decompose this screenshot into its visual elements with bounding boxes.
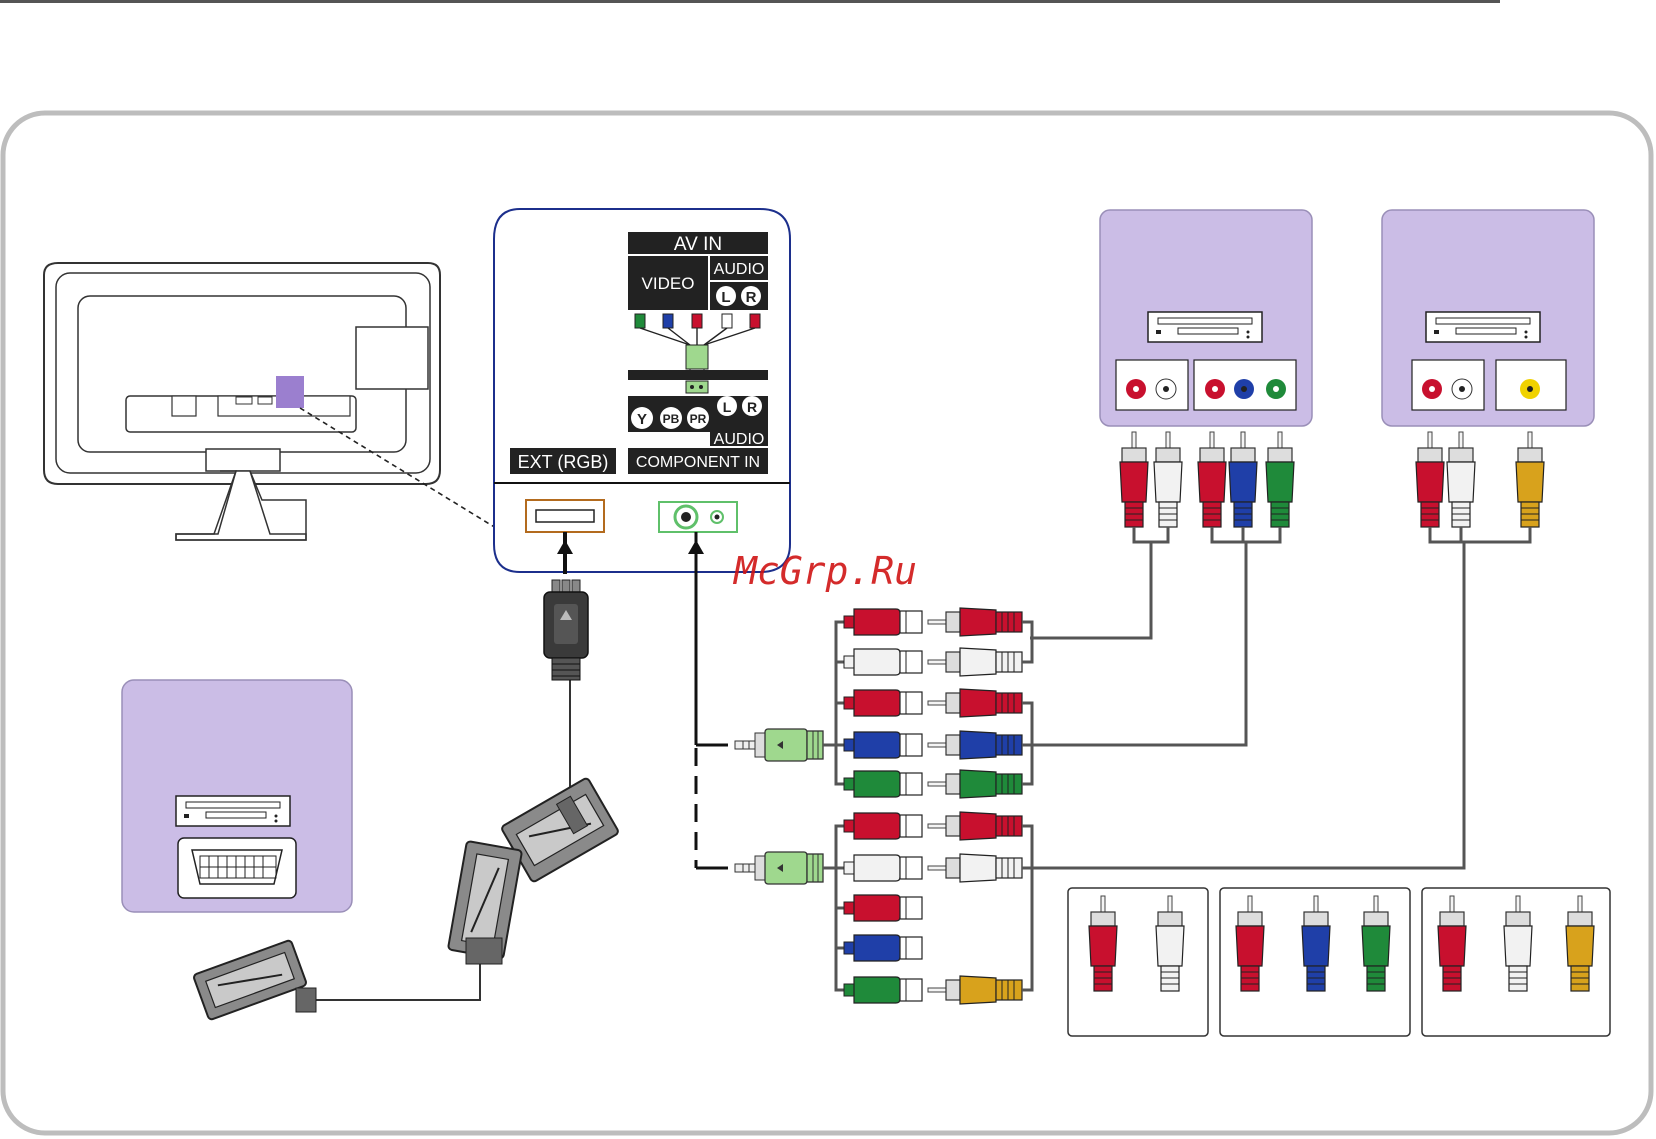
av-in-title: AV IN [674,234,722,255]
audio-label-bottom: AUDIO [714,431,765,448]
audio-label-top: AUDIO [714,261,765,278]
comp-pr-label: PR [690,412,707,426]
comp-l-label: L [723,399,732,415]
comp-y-label: Y [637,411,647,428]
component-device-box [1100,210,1312,426]
legend-component-plugs [1220,888,1410,1036]
comp-r-label: R [747,399,757,415]
watermark: McGrp.Ru [732,549,917,593]
av-r-label: R [746,289,757,306]
av-device-box [1382,210,1594,426]
ext-rgb-label: EXT (RGB) [518,452,609,472]
video-label: VIDEO [642,274,695,293]
legend-audio-plugs [1068,888,1208,1036]
component-in-label: COMPONENT IN [636,454,760,471]
comp-pb-label: PB [663,412,680,426]
legend-av-plugs [1422,888,1610,1036]
ext-port-highlight [276,376,304,408]
scart-device-box [122,680,352,912]
av-l-label: L [721,289,730,306]
